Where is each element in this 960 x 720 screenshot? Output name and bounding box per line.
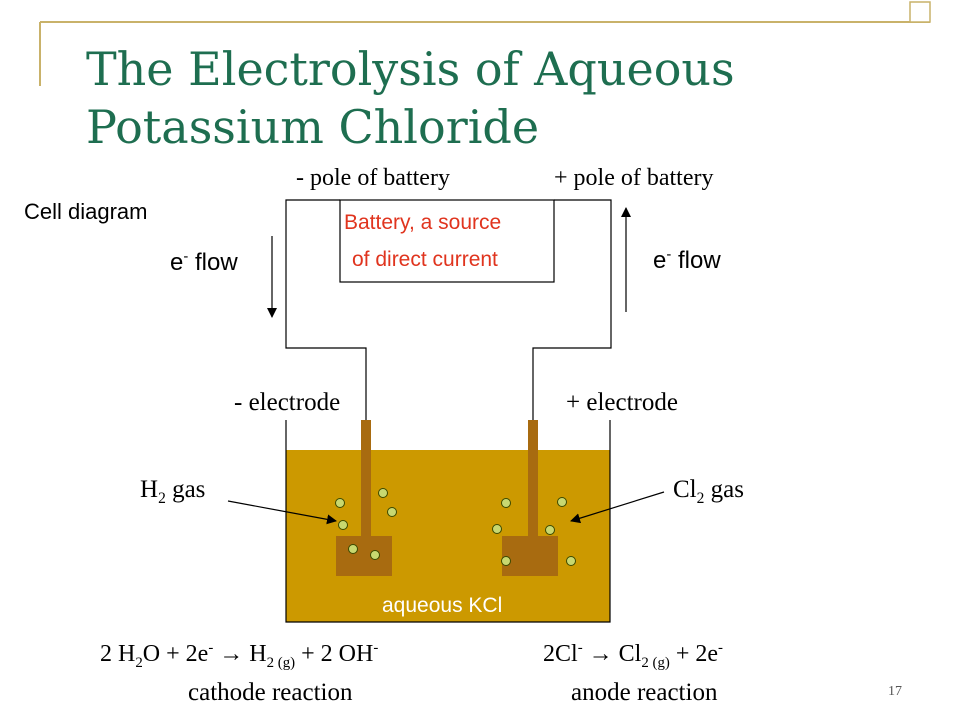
slide-title: The Electrolysis of Aqueous Potassium Ch… [86,40,735,156]
beaker [285,420,611,623]
eflow-charge-right: - [666,247,672,263]
title-line-2: Potassium Chloride [86,100,540,154]
battery-box [339,199,555,283]
page-number: 17 [888,684,902,699]
h2-bubble [338,520,348,530]
anode-eq-part: → Cl [582,641,642,667]
cl2-bubble [566,556,576,566]
cathode-reaction-label: cathode reaction [188,679,353,706]
h2-bubble [387,507,397,517]
anode-rod [528,420,538,536]
anode-reaction-label: anode reaction [571,679,718,706]
cathode-eq-sub: 2 [135,654,143,671]
cl2-bubble [557,497,567,507]
h2-bubble [348,544,358,554]
h2-word: gas [165,476,206,503]
h2-bubbles [335,488,397,560]
h2-pointer-arrow [227,500,337,525]
cl2-gas-label: Cl2 gas [673,476,744,507]
cl2-bubble [501,556,511,566]
cathode-plate [336,536,392,576]
cathode-eq-part: 2 H [100,641,136,667]
battery-label-line-2: of direct current [352,248,498,271]
negative-wire [285,199,367,420]
cell-diagram-label: Cell diagram [24,199,148,224]
negative-electrode-label: - electrode [234,389,341,416]
frame-corner-square [909,1,931,23]
title-line-1: The Electrolysis of Aqueous [86,42,735,96]
eflow-e-left: e [170,249,184,276]
h2-symbol: H [140,476,159,503]
anode-plate [502,536,558,576]
cl2-bubble [545,525,555,535]
cl2-word: gas [704,476,744,503]
solution-label: aqueous KCl [382,594,503,617]
cathode-eq-part: + 2 OH [295,641,374,667]
cathode-eq-part: → H [213,641,267,667]
cl2-bubble [501,498,511,508]
anode-eq-sub: 2 (g) [641,654,670,671]
eflow-word-right: flow [671,247,721,274]
battery-label-line-1: Battery, a source [344,211,502,234]
cathode-rod [361,420,371,536]
cl2-bubbles [492,497,576,566]
cathode-eq-sup: - [208,640,214,656]
right-eflow-label: e- flow [653,247,721,275]
h2-gas-label: H2 gas [140,476,206,507]
negative-pole-label: - pole of battery [296,165,450,191]
h2-bubble [370,550,380,560]
cathode-eq-part: O + 2e [142,641,209,667]
eflow-e-right: e [653,247,667,274]
cathode-equation: 2 H2O + 2e- → H2 (g) + 2 OH- [100,640,379,671]
anode-eq-sup: - [577,640,583,656]
cl2-subscript: 2 [696,490,705,507]
cathode-eq-sup: - [373,640,379,656]
anode-eq-sup: - [718,640,724,656]
positive-pole-label: + pole of battery [554,165,714,191]
cl2-bubble [492,524,502,534]
positive-wire [532,199,612,420]
left-eflow-label: e- flow [170,249,238,277]
cathode-eq-sub: 2 (g) [266,654,296,671]
eflow-word-left: flow [188,249,238,276]
anode-equation: 2Cl- → Cl2 (g) + 2e- [543,640,724,671]
h2-bubble [335,498,345,508]
cl2-pointer-arrow [570,491,665,524]
anode-eq-part: + 2e [669,641,719,667]
h2-subscript: 2 [158,490,166,507]
cl2-symbol: Cl [673,476,697,503]
anode-eq-part: 2Cl [543,641,578,667]
positive-electrode-label: + electrode [566,389,678,416]
eflow-charge-left: - [183,249,189,265]
h2-bubble [378,488,388,498]
